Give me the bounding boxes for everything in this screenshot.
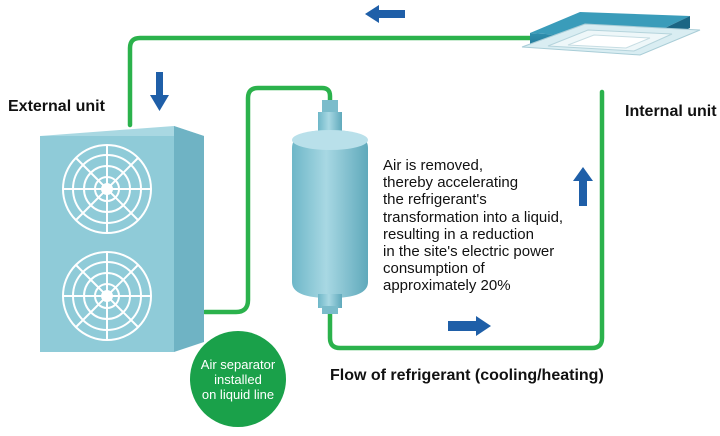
description-line: resulting in a reduction bbox=[383, 225, 534, 243]
pipe-separator-top bbox=[202, 85, 333, 315]
flow-arrow-icon-right bbox=[448, 316, 491, 336]
internal-unit-label: Internal unit bbox=[625, 103, 717, 120]
air-separator bbox=[292, 100, 368, 314]
separator-body bbox=[292, 130, 368, 298]
external-unit bbox=[40, 126, 204, 352]
separator-bottom-fitting bbox=[322, 306, 338, 314]
description-line: in the site's electric power bbox=[383, 243, 555, 261]
note-line: on liquid line bbox=[201, 386, 275, 402]
pipe-internal-down bbox=[327, 89, 605, 351]
flow-arrow-icon-down bbox=[150, 72, 169, 111]
pipe-top-return bbox=[127, 35, 548, 128]
separator-top-cap bbox=[292, 130, 368, 150]
cassette-grille-inner bbox=[567, 34, 651, 49]
description-line: consumption of bbox=[383, 260, 485, 278]
note-line: installed bbox=[214, 371, 262, 387]
flow-label: Flow of refrigerant (cooling/heating) bbox=[330, 367, 604, 384]
note-line: Air separator bbox=[200, 356, 276, 372]
flow-arrows bbox=[150, 5, 593, 336]
refrigerant-pipes bbox=[127, 35, 605, 351]
external-unit-label: External unit bbox=[8, 98, 105, 115]
flow-arrow-icon-up bbox=[573, 167, 593, 206]
description-line: transformation into a liquid, bbox=[383, 208, 564, 226]
separator-description: Air is removed, thereby accelerating the… bbox=[383, 157, 593, 295]
separator-top-neck bbox=[318, 112, 342, 132]
separator-bottom-neck bbox=[318, 294, 342, 308]
fan-top-icon bbox=[62, 144, 152, 234]
separator-note-badge: Air separator installed on liquid line bbox=[190, 331, 286, 427]
internal-unit bbox=[521, 12, 701, 56]
separator-top-fitting bbox=[322, 100, 338, 114]
external-unit-side bbox=[174, 126, 204, 352]
fan-bottom-icon bbox=[62, 251, 152, 341]
description-line: Air is removed, bbox=[383, 157, 484, 174]
flow-arrow-icon-top bbox=[365, 5, 405, 23]
description-line: the refrigerant's bbox=[383, 191, 487, 209]
description-line: thereby accelerating bbox=[383, 174, 519, 192]
description-line: approximately 20% bbox=[383, 277, 511, 295]
